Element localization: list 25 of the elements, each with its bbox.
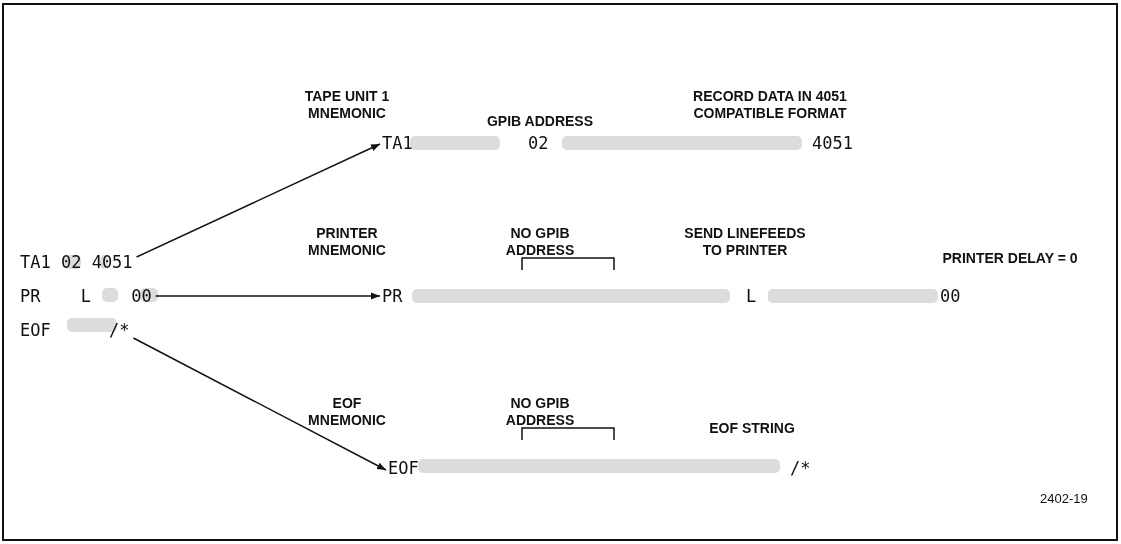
mnemonic-text: PR bbox=[382, 286, 403, 306]
field-caption: NO GPIB ADDRESS bbox=[504, 395, 576, 429]
arrow bbox=[132, 337, 387, 471]
field-caption: GPIB ADDRESS bbox=[485, 113, 595, 130]
figure-number: 2402-19 bbox=[1040, 491, 1088, 506]
mnemonic-text: TA1 bbox=[382, 133, 413, 153]
arrow bbox=[135, 143, 381, 258]
parameter-value: 4051 bbox=[812, 133, 853, 153]
field-caption: TAPE UNIT 1 MNEMONIC bbox=[303, 88, 391, 122]
field-caption: PRINTER MNEMONIC bbox=[307, 225, 387, 259]
arrow bbox=[154, 292, 381, 300]
field-caption: SEND LINEFEEDS TO PRINTER bbox=[683, 225, 807, 259]
parameter-value: 02 bbox=[528, 133, 549, 153]
parameter-value: L bbox=[746, 286, 757, 306]
command-line: EOF /* bbox=[20, 320, 130, 340]
field-caption: EOF STRING bbox=[708, 420, 796, 437]
mnemonic-text: EOF bbox=[388, 458, 419, 478]
field-caption: NO GPIB ADDRESS bbox=[504, 225, 576, 259]
parameter-value: /* bbox=[790, 458, 811, 478]
field-caption: EOF MNEMONIC bbox=[307, 395, 387, 429]
field-caption: RECORD DATA IN 4051 COMPATIBLE FORMAT bbox=[692, 88, 848, 122]
field-caption: PRINTER DELAY = 0 bbox=[941, 250, 1079, 267]
command-line: TA1 02 4051 bbox=[20, 252, 133, 272]
command-line: PR L 00 bbox=[20, 286, 152, 306]
parameter-value: 00 bbox=[940, 286, 961, 306]
